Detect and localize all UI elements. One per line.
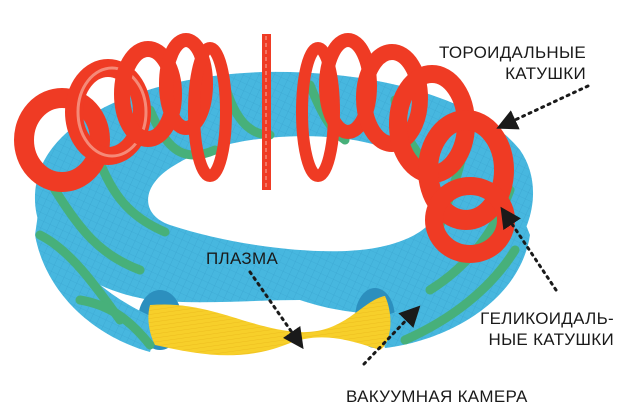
toroidal-coil — [65, 59, 151, 165]
toroidal-coils-label: ТОРОИДАЛЬНЫЕ КАТУШКИ — [439, 42, 586, 84]
helical-coil-stripe — [50, 185, 145, 275]
plasma — [148, 296, 391, 356]
plasma-label: ПЛАЗМА — [206, 249, 279, 268]
toroidal-coil — [114, 41, 182, 147]
toroidal-coil — [14, 88, 110, 192]
vacuum-chamber-pointer — [362, 305, 421, 366]
toroidal-coils-label-line: КАТУШКИ — [505, 64, 586, 83]
toroidal-coils — [14, 33, 515, 263]
helical-coil-stripe — [145, 105, 220, 160]
toroidal-coil — [418, 110, 514, 230]
toroidal-coil — [188, 42, 232, 182]
vacuum-chamber-label: ВАКУУМНАЯ КАМЕРА — [346, 387, 528, 406]
toroidal-coils-pointer — [496, 84, 590, 130]
helical-coils-label: ГЕЛИКОИДАЛЬ- НЫЕ КАТУШКИ — [480, 308, 614, 350]
plasma-pointer — [248, 270, 304, 350]
toroidal-coils-label-line: ТОРОИДАЛЬНЫЕ — [438, 43, 586, 62]
toroidal-coil — [159, 33, 213, 135]
helical-coil-stripe — [400, 245, 520, 345]
helical-coils-label-line: НЫЕ КАТУШКИ — [488, 330, 614, 349]
helical-coil-stripe — [75, 295, 155, 350]
toroidal-coil — [262, 34, 271, 190]
pointers — [248, 84, 590, 366]
helical-coils-pointer — [500, 206, 558, 292]
helical-coils-label-line: ГЕЛИКОИДАЛЬ- — [480, 309, 614, 328]
